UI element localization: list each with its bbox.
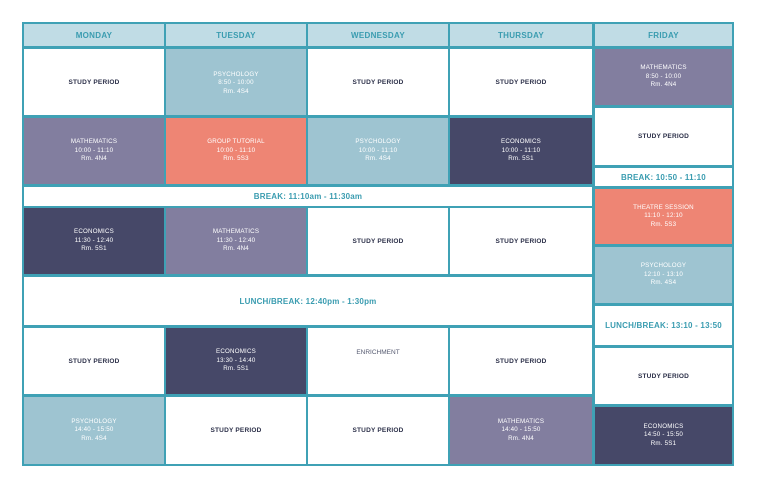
- class-subject: MATHEMATICS: [212, 228, 260, 236]
- class-room: Rm. 4S4: [365, 155, 391, 163]
- friday-break-banner: BREAK: 10:50 - 11:10: [595, 168, 732, 186]
- class-room: Rm. 4N4: [81, 155, 107, 163]
- class-subject: ECONOMICS: [74, 228, 114, 236]
- class-cell-tuesday-group-tutorial: GROUP TUTORIAL 10:00 - 11:10 Rm. 5S3: [166, 118, 306, 184]
- class-time: 12:10 - 13:10: [643, 270, 684, 278]
- class-time: 14:40 - 15:50: [501, 426, 541, 434]
- class-room: Rm. 4N4: [508, 434, 534, 442]
- class-cell-monday-economics: ECONOMICS 11:30 - 12:40 Rm. 5S1: [24, 208, 164, 274]
- class-subject: THEATRE SESSION: [633, 203, 694, 211]
- class-room: Rm. 5S3: [650, 220, 677, 228]
- day-header-tuesday: TUESDAY: [166, 24, 306, 46]
- class-cell-tuesday-economics: ECONOMICS 13:30 - 14:40 Rm. 5S1: [166, 328, 306, 394]
- day-header-wednesday: WEDNESDAY: [308, 24, 448, 46]
- class-subject: ECONOMICS: [501, 138, 541, 146]
- study-period-cell: STUDY PERIOD: [595, 348, 732, 404]
- class-subject: PSYCHOLOGY: [355, 138, 401, 146]
- class-time: 11:30 - 12:40: [74, 236, 114, 244]
- study-period-cell: STUDY PERIOD: [595, 108, 732, 165]
- class-cell-friday-economics: ECONOMICS 14:50 - 15:50 Rm. 5S1: [595, 407, 732, 464]
- class-time: 10:00 - 11:10: [74, 146, 114, 154]
- class-cell-wednesday-psychology: PSYCHOLOGY 10:00 - 11:10 Rm. 4S4: [308, 118, 448, 184]
- class-time: 14:50 - 15:50: [643, 431, 684, 439]
- class-subject: PSYCHOLOGY: [213, 71, 259, 78]
- class-cell-friday-mathematics: MATHEMATICS 8:50 - 10:00 Rm. 4N4: [595, 49, 732, 105]
- morning-break-banner: BREAK: 11:10am - 11:30am: [24, 187, 592, 206]
- weekly-timetable: MONDAY TUESDAY WEDNESDAY THURSDAY FRIDAY…: [22, 22, 734, 466]
- class-room: Rm. 4S4: [81, 434, 107, 442]
- class-room: Rm. 4S4: [223, 87, 249, 95]
- day-header-friday: FRIDAY: [595, 24, 732, 46]
- class-time: 8:50 - 10:00: [218, 79, 254, 87]
- class-room: Rm. 5S1: [508, 155, 534, 163]
- class-subject: MATHEMATICS: [497, 417, 545, 425]
- class-cell-tuesday-mathematics: MATHEMATICS 11:30 - 12:40 Rm. 4N4: [166, 208, 306, 274]
- class-room: Rm. 4S4: [650, 279, 677, 287]
- class-cell-friday-theatre-session: THEATRE SESSION 11:10 - 12:10 Rm. 5S3: [595, 189, 732, 244]
- class-time: 14:40 - 15:50: [74, 426, 114, 434]
- enrichment-cell: ENRICHMENT: [308, 328, 448, 394]
- class-cell-friday-psychology: PSYCHOLOGY 12:10 - 13:10 Rm. 4S4: [595, 247, 732, 303]
- class-subject: PSYCHOLOGY: [71, 417, 117, 425]
- class-time: 10:00 - 11:10: [501, 146, 541, 154]
- study-period-cell: STUDY PERIOD: [450, 49, 592, 115]
- class-subject: GROUP TUTORIAL: [207, 138, 265, 146]
- class-subject: ECONOMICS: [643, 422, 684, 430]
- class-subject: ECONOMICS: [216, 348, 256, 356]
- study-period-cell: STUDY PERIOD: [24, 328, 164, 394]
- class-room: Rm. 5S3: [223, 155, 249, 163]
- class-time: 10:00 - 11:10: [216, 146, 256, 154]
- class-subject: PSYCHOLOGY: [640, 262, 687, 270]
- lunch-break-banner: LUNCH/BREAK: 12:40pm - 1:30pm: [24, 277, 592, 325]
- study-period-cell: STUDY PERIOD: [24, 49, 164, 115]
- study-period-cell: STUDY PERIOD: [450, 208, 592, 274]
- study-period-cell: STUDY PERIOD: [166, 397, 306, 464]
- study-period-cell: STUDY PERIOD: [450, 328, 592, 394]
- class-cell-thursday-mathematics: MATHEMATICS 14:40 - 15:50 Rm. 4N4: [450, 397, 592, 464]
- class-time: 11:30 - 12:40: [216, 236, 256, 244]
- class-subject: MATHEMATICS: [640, 64, 687, 72]
- class-time: 11:10 - 12:10: [644, 212, 683, 220]
- class-time: 10:00 - 11:10: [358, 146, 398, 154]
- class-cell-tuesday-psychology: PSYCHOLOGY 8:50 - 10:00 Rm. 4S4: [166, 49, 306, 115]
- day-header-thursday: THURSDAY: [450, 24, 592, 46]
- class-room: Rm. 5S1: [650, 439, 677, 447]
- class-time: 8:50 - 10:00: [645, 72, 682, 80]
- class-time: 13:30 - 14:40: [216, 356, 256, 364]
- study-period-cell: STUDY PERIOD: [308, 49, 448, 115]
- class-cell-monday-mathematics: MATHEMATICS 10:00 - 11:10 Rm. 4N4: [24, 118, 164, 184]
- class-room: Rm. 5S1: [223, 365, 249, 373]
- class-room: Rm. 4N4: [223, 245, 249, 253]
- study-period-cell: STUDY PERIOD: [308, 397, 448, 464]
- class-cell-monday-psychology: PSYCHOLOGY 14:40 - 15:50 Rm. 4S4: [24, 397, 164, 464]
- class-room: Rm. 5S1: [81, 245, 107, 253]
- friday-lunch-banner: LUNCH/BREAK: 13:10 - 13:50: [595, 306, 732, 345]
- day-header-monday: MONDAY: [24, 24, 164, 46]
- class-subject: MATHEMATICS: [70, 138, 118, 146]
- class-room: Rm. 4N4: [650, 81, 677, 89]
- class-cell-thursday-economics: ECONOMICS 10:00 - 11:10 Rm. 5S1: [450, 118, 592, 184]
- study-period-cell: STUDY PERIOD: [308, 208, 448, 274]
